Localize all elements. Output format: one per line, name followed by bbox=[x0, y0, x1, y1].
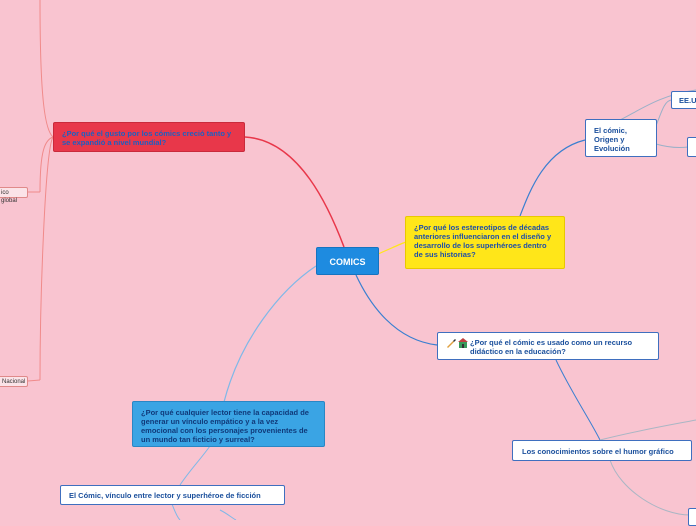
link-humor-right2 bbox=[609, 459, 691, 516]
link-yellow-origin bbox=[519, 139, 586, 217]
topic-global-growth-label: ¿Por qué el gusto por los cómics creció … bbox=[62, 129, 232, 147]
topic-empathy-label: ¿Por qué cualquier lector tiene la capac… bbox=[141, 408, 309, 444]
topic-reader-superhero-link[interactable]: El Cómic, vínculo entre lector y superhé… bbox=[60, 485, 285, 505]
central-topic[interactable]: COMICS bbox=[316, 247, 379, 275]
topic-origin-evolution-label: El cómic, Origen y Evolución bbox=[594, 126, 630, 153]
topic-graphic-humor-label: Los conocimientos sobre el humor gráfico bbox=[522, 447, 674, 456]
topic-empathy[interactable]: ¿Por qué cualquier lector tiene la capac… bbox=[132, 401, 325, 447]
writing-hand-icon bbox=[446, 338, 456, 348]
topic-education-label: ¿Por qué el cómic es usado como un recur… bbox=[470, 338, 633, 356]
subtopic-global-label: ico global bbox=[1, 190, 18, 204]
subtopic-national-label: Nacional bbox=[2, 379, 26, 385]
link-link-bottom2 bbox=[219, 509, 237, 520]
topic-usa[interactable]: EE.U bbox=[671, 91, 696, 109]
link-center-education bbox=[355, 274, 438, 346]
topic-graphic-humor[interactable]: Los conocimientos sobre el humor gráfico bbox=[512, 440, 692, 461]
topic-usa-label: EE.U bbox=[679, 96, 696, 105]
subtopic-national[interactable]: Nacional bbox=[0, 376, 28, 387]
topic-right-partial[interactable] bbox=[687, 137, 696, 157]
topic-stereotypes[interactable]: ¿Por qué los estereotipos de décadas ant… bbox=[405, 216, 565, 269]
link-origin-right bbox=[655, 143, 689, 149]
link-humor-right bbox=[599, 419, 696, 441]
link-lightblue-link bbox=[179, 445, 211, 486]
central-topic-label: COMICS bbox=[329, 257, 366, 267]
topic-education[interactable]: ¿Por qué el cómic es usado como un recur… bbox=[437, 332, 659, 360]
link-red-left-bottom bbox=[39, 136, 54, 381]
link-origin-usa bbox=[655, 99, 673, 127]
subtopic-global[interactable]: ico global bbox=[0, 187, 28, 204]
link-center-yellow bbox=[377, 241, 407, 255]
link-center-red bbox=[244, 136, 345, 248]
topic-origin-evolution[interactable]: El cómic, Origen y Evolución bbox=[585, 119, 657, 157]
topic-stereotypes-label: ¿Por qué los estereotipos de décadas ant… bbox=[414, 223, 552, 259]
topic-reader-superhero-link-label: El Cómic, vínculo entre lector y superhé… bbox=[69, 491, 261, 500]
school-icon bbox=[458, 338, 468, 348]
link-link-bottom bbox=[171, 503, 181, 520]
link-education-humor bbox=[555, 359, 601, 441]
topic-bottom-right-partial[interactable] bbox=[688, 508, 696, 526]
topic-global-growth[interactable]: ¿Por qué el gusto por los cómics creció … bbox=[53, 122, 245, 152]
link-center-lightblue bbox=[223, 265, 317, 403]
link-red-left bbox=[39, 136, 54, 193]
link-left-national bbox=[27, 379, 41, 382]
link-red-left-top bbox=[39, 0, 54, 138]
